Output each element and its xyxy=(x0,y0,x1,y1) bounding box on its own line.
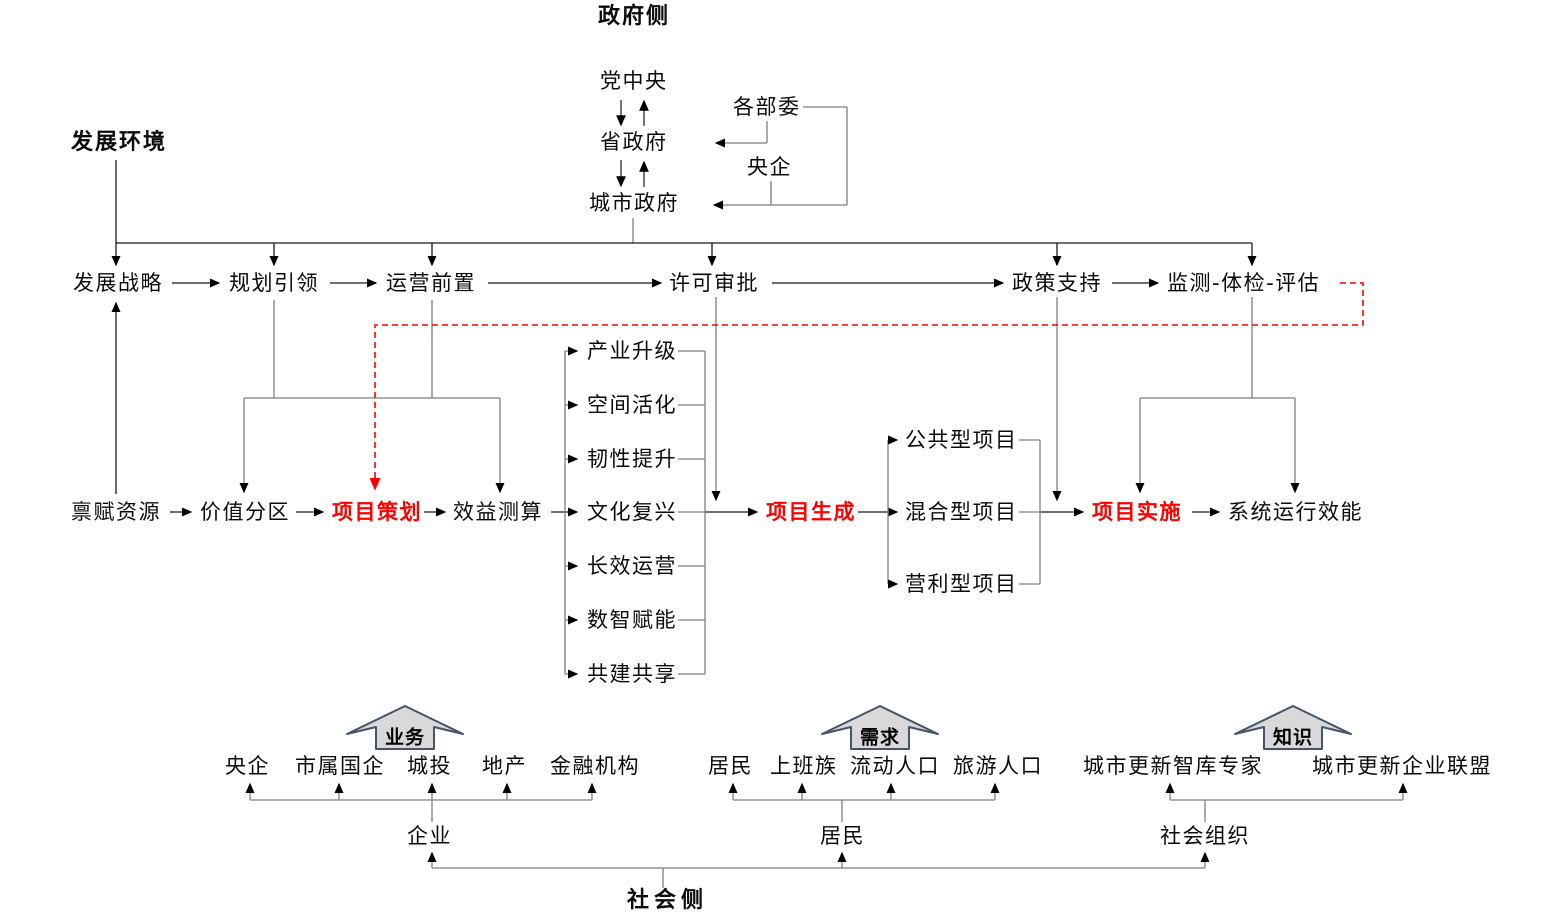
node-system-performance: 系统运行效能 xyxy=(1227,500,1364,524)
node-permit-approval: 许可审批 xyxy=(668,271,760,295)
node-goal-space-activation: 空间活化 xyxy=(586,393,678,417)
node-enterprise-parent: 企业 xyxy=(406,824,453,848)
knowledge-arrow-label: 知识 xyxy=(1272,726,1314,749)
node-operation-front: 运营前置 xyxy=(385,271,477,295)
node-policy-support: 政策支持 xyxy=(1011,271,1103,295)
node-member-enterprise-alliance: 城市更新企业联盟 xyxy=(1311,754,1493,778)
knowledge-block-arrow xyxy=(1234,705,1352,750)
node-goal-longterm-operation: 长效运营 xyxy=(586,554,678,578)
goals-bracket-arrows xyxy=(565,346,579,679)
block-arrows xyxy=(346,705,1352,750)
node-project-implementation: 项目实施 xyxy=(1091,500,1183,524)
node-resident-parent: 居民 xyxy=(819,824,866,848)
node-goal-industry-upgrade: 产业升级 xyxy=(586,339,678,363)
demand-block-arrow xyxy=(821,705,939,750)
node-member-commuters: 上班族 xyxy=(769,754,839,778)
node-member-residents: 居民 xyxy=(707,754,754,778)
node-goal-culture-revival: 文化复兴 xyxy=(586,500,678,524)
node-value-zoning: 价值分区 xyxy=(199,500,291,524)
node-endowment-resources: 禀赋资源 xyxy=(70,500,162,524)
node-type-public-project: 公共型项目 xyxy=(904,428,1019,452)
node-development-strategy: 发展战略 xyxy=(72,271,164,295)
government-side-title: 政府侧 xyxy=(597,4,672,29)
node-benefit-calculation: 效益测算 xyxy=(452,500,544,524)
node-central-enterprises-top: 央企 xyxy=(746,155,793,179)
node-member-financial-institution: 金融机构 xyxy=(549,754,641,778)
business-arrow-label: 业务 xyxy=(384,726,426,749)
node-social-org-parent: 社会组织 xyxy=(1159,824,1251,848)
node-member-municipal-soe: 市属国企 xyxy=(294,754,386,778)
planning-bracket xyxy=(239,300,505,494)
node-member-floating-population: 流动人口 xyxy=(849,754,941,778)
node-type-profit-project: 营利型项目 xyxy=(904,572,1019,596)
node-city-government: 城市政府 xyxy=(588,191,680,215)
node-goal-co-building: 共建共享 xyxy=(586,662,678,686)
business-block-arrow xyxy=(346,705,464,750)
node-provincial-government: 省政府 xyxy=(599,130,669,154)
development-environment-label: 发展环境 xyxy=(70,130,169,155)
society-side-title: 社会侧 xyxy=(626,888,710,913)
society-connectors xyxy=(245,782,1408,888)
monitoring-bracket xyxy=(1135,297,1300,494)
node-member-central-enterprise: 央企 xyxy=(224,754,271,778)
node-party-central: 党中央 xyxy=(599,69,669,93)
node-goal-resilience: 韧性提升 xyxy=(586,447,678,471)
node-type-mixed-project: 混合型项目 xyxy=(904,500,1019,524)
node-member-city-investment: 城投 xyxy=(406,754,453,778)
demand-arrow-label: 需求 xyxy=(859,726,901,749)
node-member-real-estate: 地产 xyxy=(481,754,528,778)
node-monitoring-evaluation: 监测-体检-评估 xyxy=(1166,271,1322,295)
node-ministries: 各部委 xyxy=(732,95,802,119)
node-member-tourist-population: 旅游人口 xyxy=(952,754,1044,778)
node-member-thinktank-experts: 城市更新智库专家 xyxy=(1082,754,1264,778)
node-project-planning: 项目策划 xyxy=(331,500,423,524)
node-goal-digital-enablement: 数智赋能 xyxy=(586,608,678,632)
distribution-line xyxy=(111,160,1257,267)
gov-hierarchy-arrows xyxy=(616,99,649,188)
ministry-connectors xyxy=(632,106,848,243)
node-project-generation: 项目生成 xyxy=(765,500,857,524)
node-planning-guidance: 规划引领 xyxy=(228,271,320,295)
feedback-dashed-line xyxy=(369,282,1364,491)
